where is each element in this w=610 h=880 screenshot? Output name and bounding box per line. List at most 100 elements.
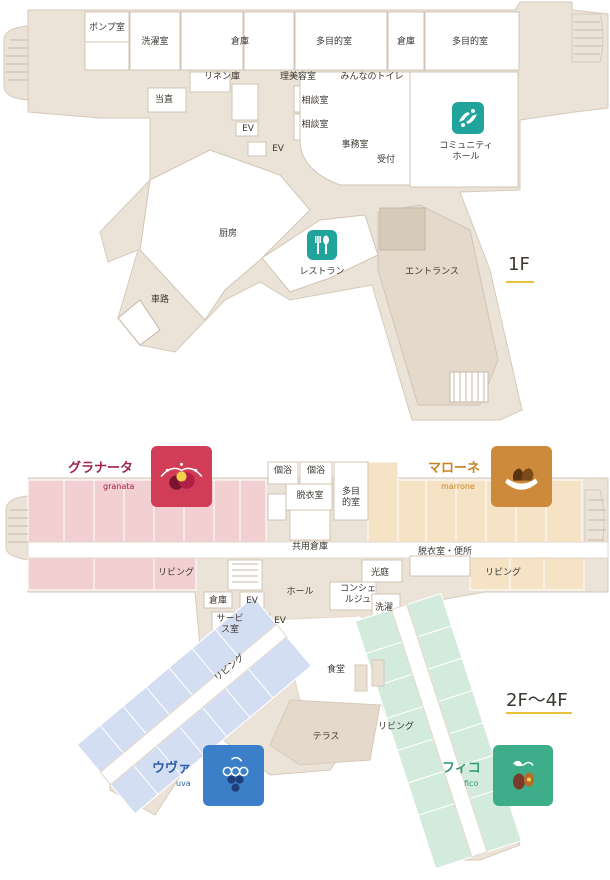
room-block-storage-1: [180, 11, 244, 71]
pomegranate-icon: [160, 462, 203, 490]
upper-floor-plan: [5, 461, 609, 870]
room-label-storage-upper: 倉庫: [208, 596, 228, 606]
room-label-bath-1: 個浴: [273, 466, 293, 476]
room-label-concierge: コンシェ ルジュ: [339, 584, 377, 606]
room-label-terrace: テラス: [312, 732, 340, 742]
floor-label-upper: 2F〜4F: [506, 690, 568, 711]
marrone-room: [543, 557, 585, 591]
room-label-linen: リネン庫: [203, 72, 241, 82]
room-label-hall: ホール: [286, 587, 314, 597]
room-label-toilet: みんなのトイレ: [340, 72, 404, 82]
room-block-shared-storage: [289, 509, 331, 541]
unit-sub-uva: uva: [176, 779, 191, 788]
unit-name-fico: フィコ: [442, 761, 481, 776]
room-block-multipurpose-1: [294, 11, 388, 71]
granata-room: [27, 479, 65, 543]
marrone-room: [367, 461, 399, 543]
room-label-lightwell: 光庭: [370, 568, 390, 578]
room-label-garage: 車路: [150, 295, 170, 305]
room-block-laundry: [129, 11, 181, 71]
first-floor-stair-lines: [6, 21, 602, 402]
room-block-storage-upper: [203, 591, 233, 609]
marrone-living: [469, 557, 511, 591]
room-label-multipurpose-1: 多目的室: [315, 37, 353, 47]
room-label-restaurant: レストラン: [299, 267, 345, 277]
room-label-laundry: 洗濯室: [141, 37, 169, 47]
granata-room: [123, 479, 155, 543]
room-label-living-right: リビング: [484, 568, 522, 578]
unit-sub-granata: granata: [103, 482, 135, 491]
fico-zone: [354, 592, 522, 870]
room-label-community: コミュニティ ホール: [439, 141, 493, 163]
room-block-terrace: [269, 699, 381, 766]
unit-name-granata: グラナータ: [68, 461, 134, 476]
unit-sub-fico: fico: [464, 779, 479, 788]
room-block-kitchen: [139, 149, 311, 321]
room-label-entrance: エントランス: [405, 267, 459, 277]
room-label-ev-1: EV: [242, 124, 254, 134]
room-block-duty: [147, 87, 187, 113]
upper-floor-stair-lines: [8, 499, 606, 583]
first-floor-plan: [3, 1, 609, 421]
first-floor-left-wing: [3, 25, 29, 101]
room-block-linen: [189, 71, 231, 93]
room-label-ev-side: EV: [274, 616, 286, 626]
uva-zone: [76, 596, 312, 815]
uva-badge: [203, 745, 264, 806]
fig-icon: [513, 760, 534, 790]
fico-corridor: [390, 604, 488, 858]
granata-room: [93, 557, 155, 591]
room-label-reception: 受付: [376, 155, 396, 165]
grape-icon: [222, 756, 249, 792]
granata-room: [27, 557, 95, 591]
dining-table: [354, 664, 368, 692]
hands-icon: [459, 109, 477, 127]
room-label-consult-1: 相談室: [301, 96, 329, 106]
room-label-service: サービ ス室: [216, 614, 244, 636]
floor-label-1f: 1F: [508, 254, 530, 275]
granata-room: [63, 479, 95, 543]
room-label-ev-top: EV: [246, 596, 258, 606]
unit-name-marrone: マローネ: [428, 461, 481, 476]
room-label-multipurpose-2: 多目的室: [451, 37, 489, 47]
room-block-storage-2: [387, 11, 425, 71]
room-label-washroom: 洗濯: [374, 603, 394, 613]
room-block-multi: [333, 461, 369, 521]
room-block-dressing: [285, 483, 333, 511]
room-block-concierge: [329, 581, 377, 611]
room-label-bath-2: 個浴: [306, 466, 326, 476]
room-block-entrance-vestibule: [379, 207, 426, 251]
room-label-shared-storage: 共用倉庫: [291, 542, 329, 552]
granata-badge: [151, 446, 212, 507]
uva-corridor: [99, 623, 288, 786]
marrone-room: [425, 479, 457, 543]
room-block-entrance: [377, 204, 499, 406]
room-block-stair-1f: [231, 83, 259, 121]
room-label-kitchen: 厨房: [218, 229, 238, 239]
room-block-ev-2: [247, 141, 267, 157]
room-block-multipurpose-2: [424, 11, 520, 71]
floor-underline-1f: [506, 281, 534, 283]
room-block-dressing-toilet: [409, 555, 471, 577]
room-label-dressing: 脱衣室: [296, 491, 324, 501]
dining-table: [371, 659, 385, 687]
unit-sub-marrone: marrone: [441, 482, 475, 491]
room-label-barber: 理美容室: [279, 72, 317, 82]
granata-living: [153, 557, 197, 591]
marrone-room: [397, 479, 427, 543]
floor-underline-upper: [506, 712, 572, 714]
room-block-pump-lower: [84, 41, 130, 71]
room-label-office: 事務室: [341, 140, 369, 150]
room-block-lightwell: [361, 559, 403, 583]
fico-rooms: [354, 592, 522, 870]
room-label-storage-1: 倉庫: [230, 37, 250, 47]
unit-name-uva: ウヴァ: [152, 761, 192, 776]
room-label-ev-2: EV: [272, 144, 284, 154]
uva-rooms: [76, 596, 312, 815]
room-label-dressing-toilet: 脱衣室・便所: [417, 547, 473, 557]
room-label-storage-2: 倉庫: [396, 37, 416, 47]
marrone-zone: [367, 461, 585, 591]
marrone-badge: [491, 446, 552, 507]
